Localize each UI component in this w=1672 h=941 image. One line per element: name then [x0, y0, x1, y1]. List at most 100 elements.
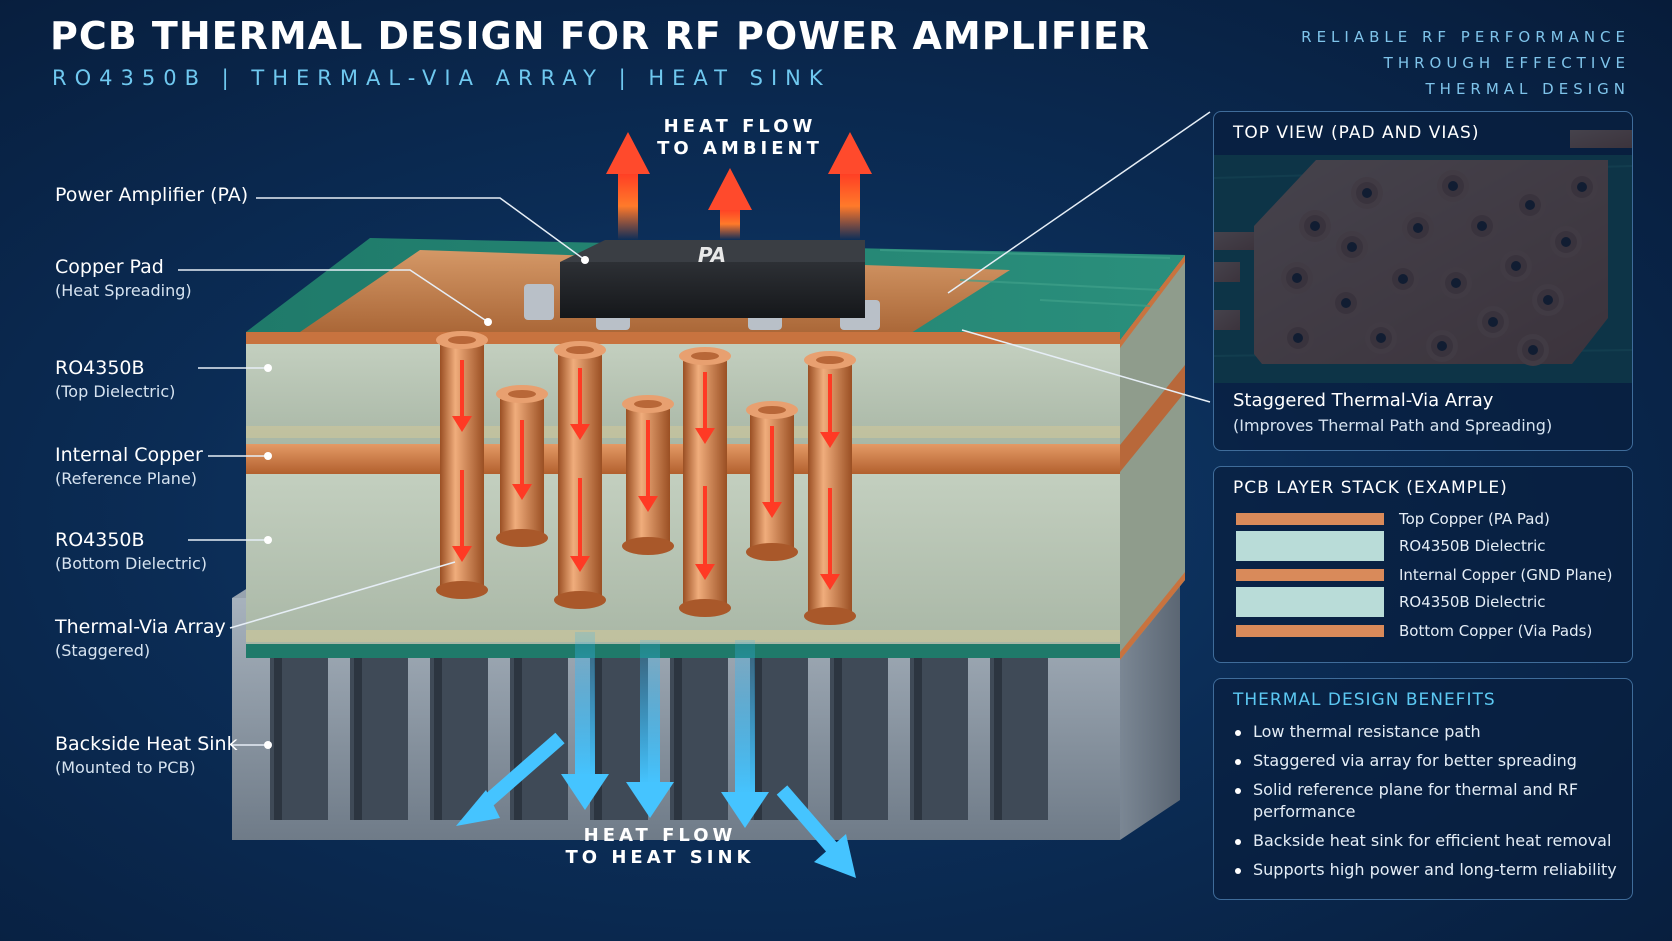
heat-sink-fin-shadow: [914, 650, 922, 820]
heat-sink-fin-slot: [430, 632, 488, 820]
top-view-caption-sub: (Improves Thermal Path and Spreading): [1233, 416, 1553, 435]
pcb-side-face: [1120, 255, 1185, 660]
heat-flow-down-arrow-shaft: [575, 632, 595, 776]
thermal-via-array: [436, 331, 856, 625]
tagline-line-3: THERMAL DESIGN: [1425, 80, 1630, 98]
thermal-via-bottom-pad: [679, 599, 731, 617]
leader-lines: [178, 111, 1211, 746]
heat-flow-via-arrow-head: [570, 556, 590, 572]
heat-sink-fin-slot: [830, 632, 888, 820]
label-internal-copper-text: Internal Copper: [55, 444, 203, 466]
label-thermal-via-array-text: Thermal-Via Array: [55, 616, 226, 638]
heat-flow-via-arrow-head: [512, 484, 532, 500]
pa-chip-label: PA: [698, 243, 726, 267]
heat-sink-fin-slot: [670, 632, 728, 820]
heat-sink-fin-shadow: [274, 650, 282, 820]
heat-flow-ambient-label: HEAT FLOW TO AMBIENT: [620, 116, 860, 160]
layer-swatch-bottom-copper: [1236, 625, 1384, 637]
label-bottom-dielectric-text: RO4350B: [55, 529, 145, 551]
benefits-title: THERMAL DESIGN BENEFITS: [1233, 690, 1496, 710]
benefits-panel: THERMAL DESIGN BENEFITS Low thermal resi…: [1213, 678, 1633, 900]
benefit-item: Backside heat sink for efficient heat re…: [1233, 830, 1632, 852]
heat-sink-fin-shadow: [434, 650, 442, 820]
heat-flow-via-arrow-head: [570, 424, 590, 440]
label-copper-pad-text: Copper Pad: [55, 256, 164, 278]
label-top-dielectric: RO4350B (Top Dielectric): [55, 357, 175, 401]
benefit-item: Supports high power and long-term reliab…: [1233, 859, 1632, 881]
top-view-caption: Staggered Thermal-Via Array: [1233, 390, 1494, 411]
label-copper-pad: Copper Pad (Heat Spreading): [55, 256, 192, 300]
heat-flow-via-arrow-head: [452, 546, 472, 562]
benefit-item: Low thermal resistance path: [1233, 721, 1632, 743]
heat-flow-diagonal-arrow-shaft: [475, 732, 565, 814]
heat-flow-up-arrows: [606, 132, 872, 240]
heat-sink-fin-slot: [910, 632, 968, 820]
heat-flow-down-arrow-shaft: [735, 640, 755, 794]
label-top-dielectric-text: RO4350B: [55, 357, 145, 379]
top-view-panel: TOP VIEW (PAD AND VIAS) Staggered Therma…: [1213, 111, 1633, 451]
leader-dots: [264, 256, 589, 749]
heat-flow-up-arrow-head: [828, 132, 872, 174]
top-view-title: TOP VIEW (PAD AND VIAS): [1233, 123, 1480, 143]
label-heat-sink-sub: (Mounted to PCB): [55, 758, 196, 777]
heat-sink-fin-shadow: [994, 650, 1002, 820]
tagline-line-1: RELIABLE RF PERFORMANCE: [1301, 28, 1630, 46]
page-title: PCB THERMAL DESIGN FOR RF POWER AMPLIFIE…: [50, 14, 1151, 58]
label-bottom-dielectric-sub: (Bottom Dielectric): [55, 554, 208, 573]
heat-flow-sink-line-1: HEAT FLOW: [583, 825, 737, 846]
page-subtitle: RO4350B | THERMAL-VIA ARRAY | HEAT SINK: [52, 66, 831, 90]
thermal-via-bottom-pad: [804, 607, 856, 625]
thermal-via-hole: [566, 346, 594, 354]
label-internal-copper: Internal Copper (Reference Plane): [55, 444, 203, 488]
heat-sink-fin-shadow: [674, 650, 682, 820]
heat-flow-diagonal-arrow-head: [456, 790, 500, 826]
label-power-amplifier-text: Power Amplifier (PA): [55, 184, 249, 206]
label-thermal-via-array-sub: (Staggered): [55, 641, 151, 660]
layer-swatch-top-dielectric: [1236, 531, 1384, 561]
heat-flow-up-arrow-shaft: [840, 172, 860, 240]
layer-label-bottom-copper: Bottom Copper (Via Pads): [1399, 622, 1593, 640]
heat-sink-fin-slot: [350, 632, 408, 820]
heat-flow-down-arrow-head: [561, 774, 609, 810]
heat-flow-diagonal-arrow-head: [814, 834, 856, 878]
heat-flow-via-arrow-head: [762, 502, 782, 518]
thermal-via-bottom-pad: [622, 537, 674, 555]
thermal-via: [622, 395, 674, 555]
label-power-amplifier: Power Amplifier (PA): [55, 184, 248, 206]
thermal-via-hole: [448, 336, 476, 344]
label-heat-sink: Backside Heat Sink (Mounted to PCB): [55, 733, 238, 777]
heat-flow-via-arrow-head: [820, 432, 840, 448]
heat-flow-via-arrow-head: [452, 416, 472, 432]
label-thermal-via-array: Thermal-Via Array (Staggered): [55, 616, 226, 660]
heat-sink-fin-slot: [270, 632, 328, 820]
label-internal-copper-sub: (Reference Plane): [55, 469, 198, 488]
heat-flow-ambient-line-1: HEAT FLOW: [663, 116, 817, 137]
heat-flow-down-arrow-head: [626, 782, 674, 818]
heat-flow-sink-line-2: TO HEAT SINK: [565, 847, 755, 868]
heat-sink-fin-slot: [590, 632, 648, 820]
thermal-via-hole: [508, 390, 536, 398]
thermal-via-bottom-pad: [746, 543, 798, 561]
layer-label-bottom-dielectric: RO4350B Dielectric: [1399, 593, 1546, 611]
heat-sink-fin-shadow: [594, 650, 602, 820]
tagline: RELIABLE RF PERFORMANCE THROUGH EFFECTIV…: [1301, 24, 1630, 102]
heat-flow-ambient-line-2: TO AMBIENT: [657, 138, 823, 159]
heat-flow-up-arrow-shaft: [618, 172, 638, 240]
heat-sink-fin-shadow: [754, 650, 762, 820]
thermal-via-bottom-pad: [554, 591, 606, 609]
heat-sink-fin-slot: [990, 632, 1048, 820]
heat-flow-via-arrow-head: [695, 564, 715, 580]
heat-flow-via-arrow-head: [638, 496, 658, 512]
layer-label-top-dielectric: RO4350B Dielectric: [1399, 537, 1546, 555]
label-heat-sink-text: Backside Heat Sink: [55, 733, 238, 755]
layer-swatch-internal-copper: [1236, 569, 1384, 581]
heat-sink-fin-shadow: [514, 650, 522, 820]
thermal-via-bottom-pad: [436, 581, 488, 599]
heat-flow-up-arrow-head: [708, 168, 752, 210]
heat-flow-down-arrow-shaft: [640, 640, 660, 784]
benefit-item: Solid reference plane for thermal and RF…: [1233, 779, 1632, 823]
thermal-via-hole: [634, 400, 662, 408]
thermal-via-hole: [758, 406, 786, 414]
label-copper-pad-sub: (Heat Spreading): [55, 281, 192, 300]
label-top-dielectric-sub: (Top Dielectric): [55, 382, 176, 401]
